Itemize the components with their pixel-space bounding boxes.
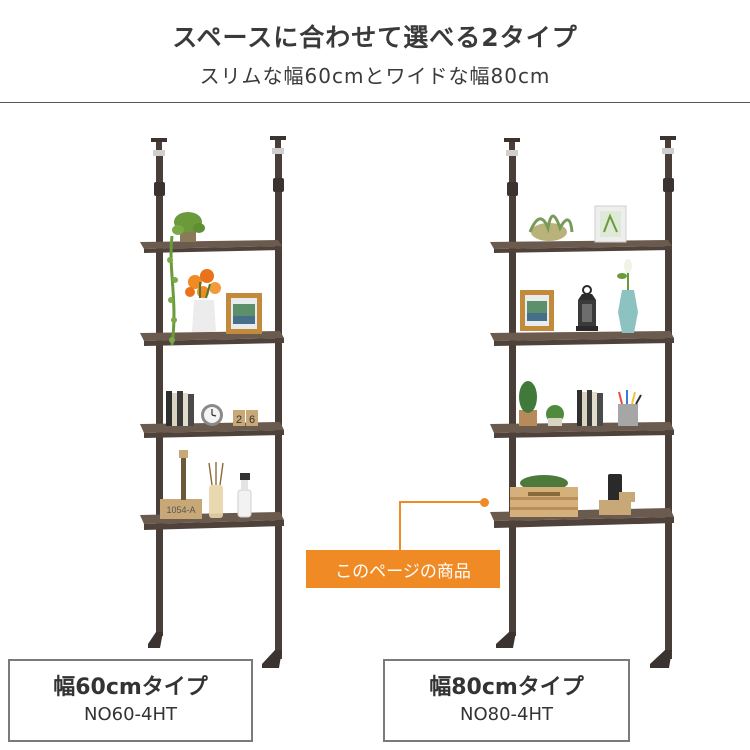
- left-diffuser: [208, 462, 224, 518]
- left-spray-bottle: [237, 473, 252, 518]
- right-books: [577, 390, 603, 426]
- callout-line: [399, 501, 485, 550]
- left-shelf-unit: 2 6 1054-A: [140, 136, 286, 668]
- left-books: [166, 391, 194, 426]
- left-flower-vase: [185, 269, 221, 332]
- right-model-number: NO80-4HT: [459, 703, 553, 725]
- right-pen-cup: [618, 390, 642, 426]
- right-ball-plant: [546, 405, 564, 426]
- page-title: スペースに合わせて選べる2タイプ: [172, 23, 578, 52]
- right-air-plant: [528, 214, 574, 241]
- left-block-calendar: 2 6: [233, 410, 258, 426]
- right-ceiling-cap-right: [660, 136, 676, 154]
- left-ceiling-cap-right: [270, 136, 286, 154]
- this-page-product-badge: このページの商品: [306, 550, 500, 588]
- right-pole-left: [509, 156, 516, 636]
- left-pole-left: [156, 156, 163, 636]
- right-shelf-2: [490, 331, 674, 341]
- svg-text:1054-A: 1054-A: [166, 505, 195, 515]
- right-shelf-unit: [399, 136, 676, 668]
- right-type-name: 幅80cmタイプ: [429, 674, 584, 700]
- header-divider: [0, 102, 750, 103]
- right-type-label: 幅80cmタイプ NO80-4HT: [383, 659, 630, 742]
- left-type-label: 幅60cmタイプ NO60-4HT: [8, 659, 253, 742]
- page-subtitle: スリムな幅60cmとワイドな幅80cm: [199, 64, 551, 88]
- left-clock: [201, 404, 223, 426]
- svg-text:6: 6: [249, 414, 255, 426]
- right-ceiling-cap-left: [504, 138, 520, 156]
- right-wood-crate: [510, 475, 578, 517]
- left-photo-frame: [226, 293, 262, 334]
- right-cactus: [519, 381, 537, 426]
- left-pole-right: [275, 154, 282, 659]
- left-ceiling-cap-left: [151, 138, 167, 156]
- right-phone-stand: [599, 474, 635, 515]
- left-type-name: 幅60cmタイプ: [53, 674, 208, 700]
- right-photo-frame-top: [594, 205, 627, 243]
- right-pole-right: [665, 154, 672, 659]
- right-photo-frame: [520, 290, 554, 331]
- left-shelf-1: [140, 240, 282, 249]
- left-wood-block: 1054-A: [160, 450, 202, 519]
- right-bud-vase: [617, 259, 638, 333]
- left-hanging-plant: [167, 212, 205, 346]
- callout-dot: [480, 498, 489, 507]
- svg-text:2: 2: [236, 414, 242, 426]
- right-lantern: [576, 285, 598, 331]
- left-model-number: NO60-4HT: [83, 703, 177, 725]
